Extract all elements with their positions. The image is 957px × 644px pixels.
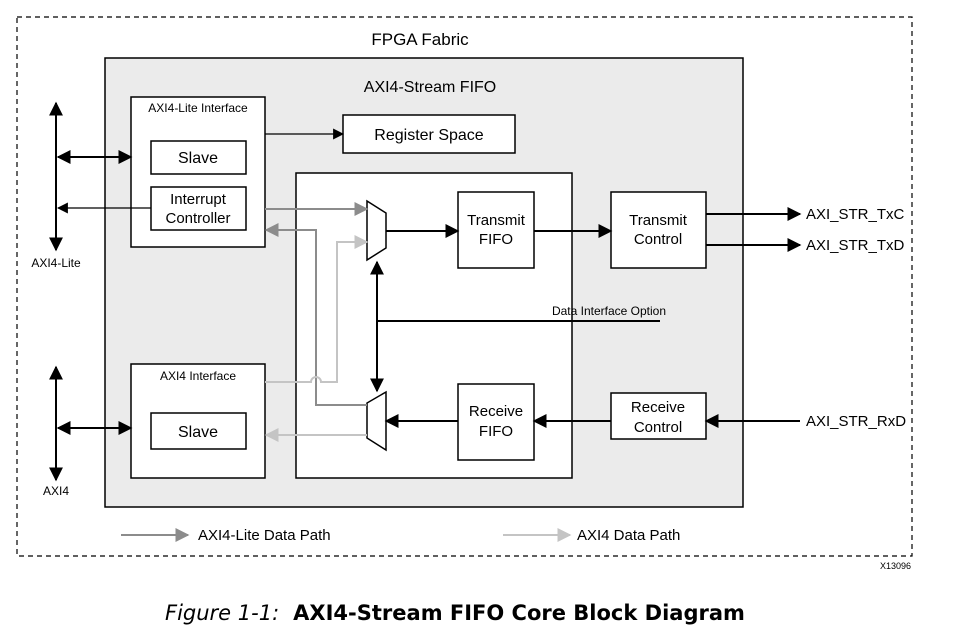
transmit-control-block: [610, 191, 707, 269]
legend-axi4-label: AXI4 Data Path: [577, 527, 680, 544]
register-space-block: [342, 114, 516, 154]
axi4-slave-block: [150, 412, 247, 450]
axi4-slave-label: Slave: [178, 424, 218, 441]
rxd-port-label: AXI_STR_RxD: [806, 413, 906, 430]
interrupt-controller-block: [150, 186, 247, 231]
transmit-fifo-block: [457, 191, 535, 269]
axi4lite-port-label: AXI4-Lite: [31, 256, 81, 270]
fpga-fabric-boundary: [16, 16, 913, 557]
axi4-interface-title: AXI4 Interface: [160, 369, 236, 383]
axi4lite-interface-title: AXI4-Lite Interface: [148, 101, 248, 115]
interrupt-controller-line1: Interrupt: [170, 191, 227, 208]
data-interface-option-label: Data Interface Option: [552, 304, 666, 318]
fpga-fabric-label: FPGA Fabric: [371, 30, 469, 49]
register-space-label: Register Space: [374, 127, 483, 144]
axi4lite-slave-block: [150, 140, 247, 175]
transmit-fifo-line1: Transmit: [467, 212, 526, 229]
axi4lite-receive-path: [264, 223, 367, 406]
receive-control-line1: Receive: [631, 399, 685, 416]
axi4-port-label: AXI4: [43, 484, 69, 498]
transmit-control-line1: Transmit: [629, 212, 688, 229]
transmit-fifo-line2: FIFO: [479, 231, 513, 248]
receive-control-line2: Control: [634, 419, 682, 436]
receive-fifo-line1: Receive: [469, 403, 523, 420]
axi4-transmit-path: [265, 235, 369, 383]
txd-port-label: AXI_STR_TxD: [806, 237, 905, 254]
axi4lite-slave-label: Slave: [178, 150, 218, 167]
figure-code: X13096: [880, 561, 911, 571]
receive-fifo-line2: FIFO: [479, 423, 513, 440]
caption-title: AXI4-Stream FIFO Core Block Diagram: [293, 601, 745, 625]
legend-axi4lite-label: AXI4-Lite Data Path: [198, 527, 331, 544]
caption-lead: Figure 1-1:: [165, 601, 279, 625]
transmit-control-line2: Control: [634, 231, 682, 248]
core-label: AXI4-Stream FIFO: [364, 79, 496, 96]
interrupt-controller-line2: Controller: [165, 210, 230, 227]
figure-caption: Figure 1-1: AXI4-Stream FIFO Core Block D…: [165, 601, 745, 625]
receive-mux: [366, 390, 387, 452]
receive-control-block: [610, 392, 707, 440]
txc-port-label: AXI_STR_TxC: [806, 206, 905, 223]
receive-fifo-block: [457, 383, 535, 461]
